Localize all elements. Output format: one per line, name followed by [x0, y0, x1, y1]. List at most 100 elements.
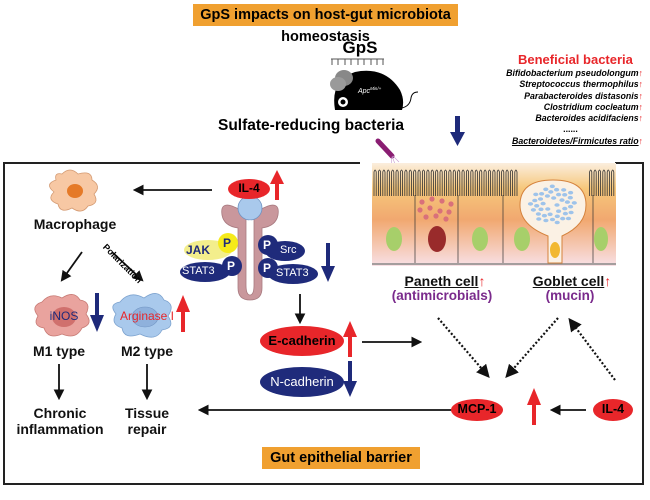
stat3-right-phospho	[258, 258, 278, 278]
m1-type-label: M1 type	[32, 343, 86, 359]
mucin-granule	[568, 190, 574, 195]
il4-to-goblet-dotted-arrow	[568, 317, 616, 381]
goblet-cell-label: Goblet cell↑	[532, 273, 612, 289]
mucin-granule	[554, 203, 560, 207]
mucin-granule	[543, 187, 549, 192]
dosing-comb-icon	[331, 58, 384, 65]
paneth-granule	[423, 214, 429, 220]
mucin-granule	[567, 195, 573, 200]
bacteria-item: Bacteroides acidifaciens↑	[535, 113, 643, 124]
mucin-granule	[534, 204, 540, 208]
n-cadherin-down-arrow	[343, 361, 357, 397]
bacteria-item: Parabacteroides distasonis↑	[524, 90, 643, 101]
mucin-granule	[539, 192, 545, 196]
mucin-granule	[547, 212, 553, 217]
jak-p-label: P	[223, 236, 232, 250]
mucin-granule	[537, 197, 544, 201]
bacteria-ratio: Bacteroidetes/Firmicutes ratio↑	[511, 135, 643, 146]
il4-right-label: IL-4	[601, 402, 625, 416]
mucin-granule	[565, 216, 572, 221]
paneth-granule	[417, 207, 423, 213]
mucin-granule	[562, 193, 568, 197]
mouse-icon	[330, 70, 419, 110]
mucin-granule	[562, 206, 568, 211]
mucin-granule	[549, 217, 556, 222]
e-cadherin-label: E-cadherin	[268, 333, 336, 348]
src-label: Src	[280, 244, 297, 256]
e-cadherin-oval	[260, 326, 344, 356]
mucin-granule	[568, 204, 574, 209]
n-cadherin-oval	[260, 367, 344, 397]
il4-top-oval	[228, 179, 270, 199]
macrophage-to-m2-arrow	[111, 251, 144, 282]
il4-up-arrow	[270, 170, 284, 200]
mucin-granule	[538, 207, 544, 212]
mucin-granule	[556, 192, 562, 197]
bacteria-item: Bifidobacterium pseudolongum↑	[506, 68, 643, 78]
beneficial-bacteria-title: Beneficial bacteria	[518, 52, 633, 67]
sulfate-reducing-bacteria-label: Sulfate-reducing bacteria	[218, 117, 405, 134]
barrier-frame	[3, 162, 644, 485]
mucin-granule	[548, 190, 554, 194]
macrophage-label: Macrophage	[33, 216, 117, 232]
m2-type-label: M2 type	[120, 343, 174, 359]
stat3-right-oval	[268, 264, 318, 284]
mucin-granule	[533, 192, 539, 197]
m2-macrophage-icon	[112, 293, 172, 338]
mucin-granule	[560, 216, 566, 221]
mucin-granule	[556, 209, 562, 213]
mucin-granule	[536, 217, 542, 221]
paneth-to-mcp1-dotted-arrow	[437, 317, 490, 378]
bacteria-item: Clostridium cocleatum↑	[543, 101, 643, 112]
src-phospho	[258, 235, 278, 255]
bacteria-ellipsis: ......	[563, 124, 578, 135]
treatment-label: GpS	[342, 38, 378, 57]
jak-label: JAK	[186, 243, 211, 257]
src-p-label: P	[263, 238, 272, 252]
mucin-granule	[532, 198, 538, 203]
mcp1-label: MCP-1	[457, 402, 497, 416]
mucin-granule	[541, 213, 548, 218]
goblet-product-label: (mucin)	[545, 288, 595, 303]
epithelium-illustration	[372, 163, 616, 266]
mucin-granule	[551, 196, 557, 200]
mucin-granule	[543, 218, 549, 223]
mucin-granule	[554, 220, 560, 225]
paneth-granule	[437, 208, 443, 214]
paneth-product-label: (antimicrobials)	[391, 288, 493, 303]
mcp1-oval	[451, 399, 503, 421]
mucin-granule	[535, 212, 542, 216]
microvilli	[373, 169, 615, 196]
stat3-left-p-label: P	[227, 259, 236, 273]
m2-up-arrow	[176, 295, 190, 332]
mucin-granule	[564, 200, 571, 204]
paneth-granule	[419, 199, 425, 205]
diagram-title: GpS impacts on host-gut microbiota homeo…	[193, 4, 458, 45]
mucin-granule	[568, 210, 574, 215]
mucin-granule	[554, 214, 560, 219]
mucin-granule	[544, 194, 551, 198]
il4-receptor-icon	[221, 195, 279, 301]
stat3-left-phospho	[222, 256, 242, 276]
m1-macrophage-icon	[34, 294, 90, 337]
paneth-granule	[448, 201, 454, 207]
jak-phospho	[218, 233, 238, 253]
mucin-granule	[554, 187, 560, 192]
src-stat3-down-arrow	[321, 243, 335, 282]
stat3-right-label: STAT3	[276, 267, 309, 279]
m1-down-arrow	[90, 293, 104, 332]
paneth-granule	[446, 209, 452, 215]
stat3-left-oval	[180, 262, 230, 282]
paneth-granule	[439, 198, 445, 204]
beneficial-bacteria-list: Bifidobacterium pseudolongum↑ Streptococ…	[478, 68, 643, 147]
bacterium-icon	[375, 138, 400, 166]
n-cadherin-label: N-cadherin	[270, 374, 334, 389]
e-cadherin-up-arrow	[343, 321, 357, 357]
mucin-granule	[571, 201, 577, 205]
macrophage-to-m1-arrow	[60, 251, 83, 282]
paneth-granule	[427, 205, 433, 211]
mucin-granule	[530, 208, 537, 212]
